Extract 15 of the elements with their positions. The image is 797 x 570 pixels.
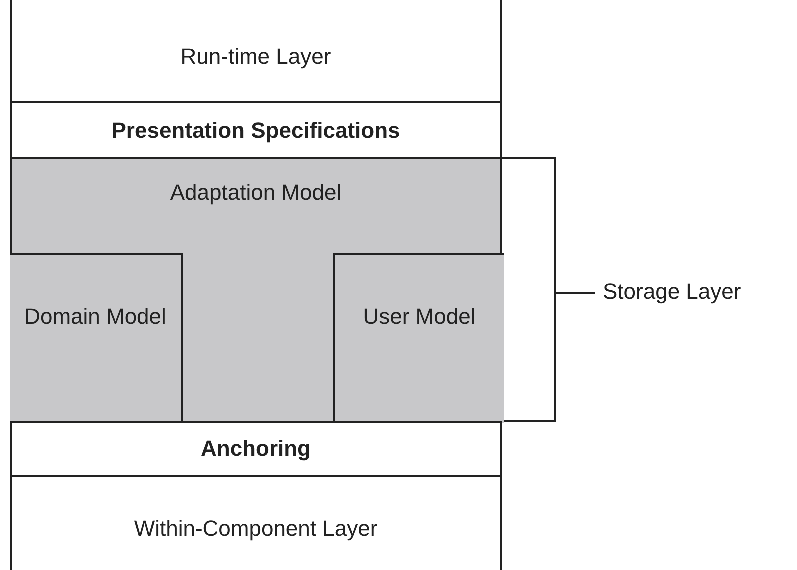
model-box — [10, 253, 183, 423]
model-panel — [10, 157, 502, 423]
layer-label: Presentation Specifications — [110, 117, 402, 144]
layer-box — [10, 475, 502, 570]
layer-box — [10, 101, 502, 159]
layer-box — [10, 0, 502, 103]
bracket-label: Storage Layer — [603, 279, 742, 305]
layer-label: Within-Component Layer — [133, 515, 379, 542]
model-box — [333, 253, 504, 423]
layer-box — [10, 421, 502, 477]
layer-label: Domain Model — [24, 303, 168, 330]
layer-label: User Model — [362, 303, 477, 330]
layer-label: Anchoring — [200, 435, 312, 462]
layer-label: Run-time Layer — [180, 43, 332, 70]
layer-label: Adaptation Model — [169, 179, 343, 206]
